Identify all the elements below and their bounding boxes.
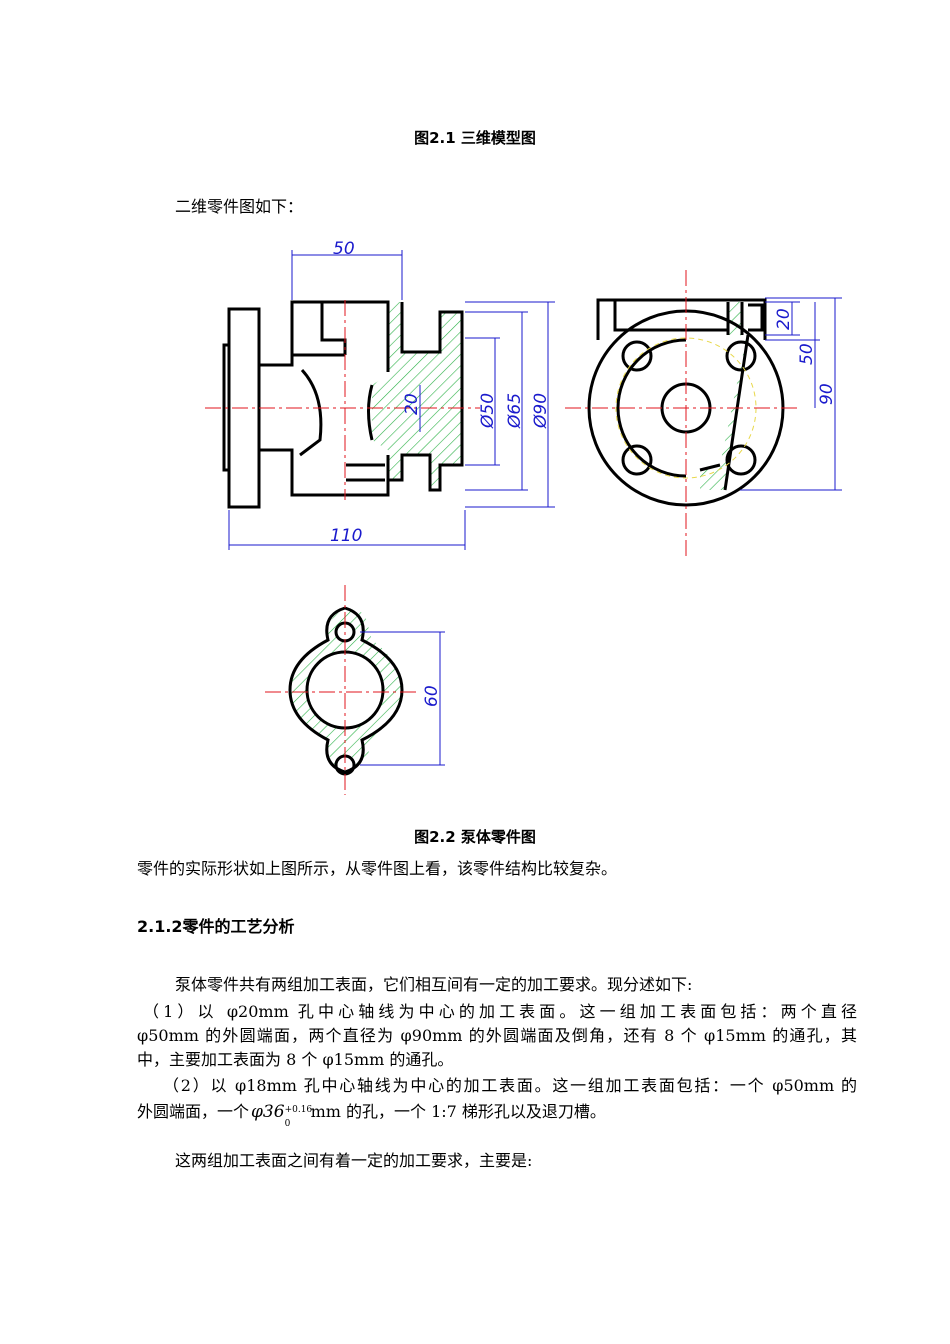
item-1-line-3: 中，主要加工表面为 8 个 φ15mm 的通孔。 [137, 1050, 454, 1069]
after-figure-text: 零件的实际形状如上图所示，从零件图上看，该零件结构比较复杂。 [137, 859, 618, 878]
intro-text: 二维零件图如下： [175, 197, 304, 216]
dim-side-50: 50 [797, 343, 817, 365]
dim-top-width: 50 [333, 239, 355, 259]
dim-center-hole: 20 [402, 393, 422, 415]
item-2-line-1: （2）以 φ18mm 孔中心轴线为中心的加工表面。这一组加工表面包括：一个 φ5… [163, 1076, 857, 1095]
dim-dia-90: Ø90 [531, 393, 551, 429]
para-1: 泵体零件共有两组加工表面，它们相互间有一定的加工要求。现分述如下: [175, 975, 693, 994]
item-2-line-2-start: 外圆端面，一个 [137, 1102, 250, 1121]
part-drawing: 50 20 Ø50 Ø65 Ø90 110 [205, 239, 842, 795]
item-1-line-1: （1）以 φ20mm 孔中心轴线为中心的加工表面。这一组加工表面包括：两个直径 [143, 1002, 857, 1021]
dim-dia-65: Ø65 [505, 393, 525, 429]
tolerance-expression: φ36+0.16 0 [251, 1100, 312, 1129]
section-heading: 2.1.2零件的工艺分析 [137, 917, 295, 936]
figure-caption-2-2: 图2.2 泵体零件图 [414, 828, 536, 846]
side-view: 20 50 90 [565, 270, 842, 560]
figure-caption-2-1: 图2.1 三维模型图 [414, 129, 536, 147]
dim-overall-length: 110 [330, 526, 362, 546]
front-section-view: 50 20 Ø50 Ø65 Ø90 110 [205, 239, 555, 550]
dim-side-90: 90 [817, 383, 837, 405]
item-2-line-2-end: mm 的孔，一个 1:7 梯形孔以及退刀槽。 [310, 1102, 606, 1121]
para-last: 这两组加工表面之间有着一定的加工要求，主要是: [175, 1151, 533, 1170]
flange-view: 60 [265, 585, 445, 795]
dim-side-20: 20 [774, 308, 794, 330]
tolerance-base: φ36 [251, 1102, 285, 1122]
tolerance-upper: +0.16 [284, 1105, 313, 1115]
dim-dia-50: Ø50 [478, 393, 498, 429]
dim-flange-60: 60 [422, 685, 442, 707]
tolerance-lower: 0 [284, 1119, 291, 1129]
item-1-line-2: φ50mm 的外圆端面，两个直径为 φ90mm 的外圆端面及倒角，还有 8 个 … [137, 1026, 857, 1045]
